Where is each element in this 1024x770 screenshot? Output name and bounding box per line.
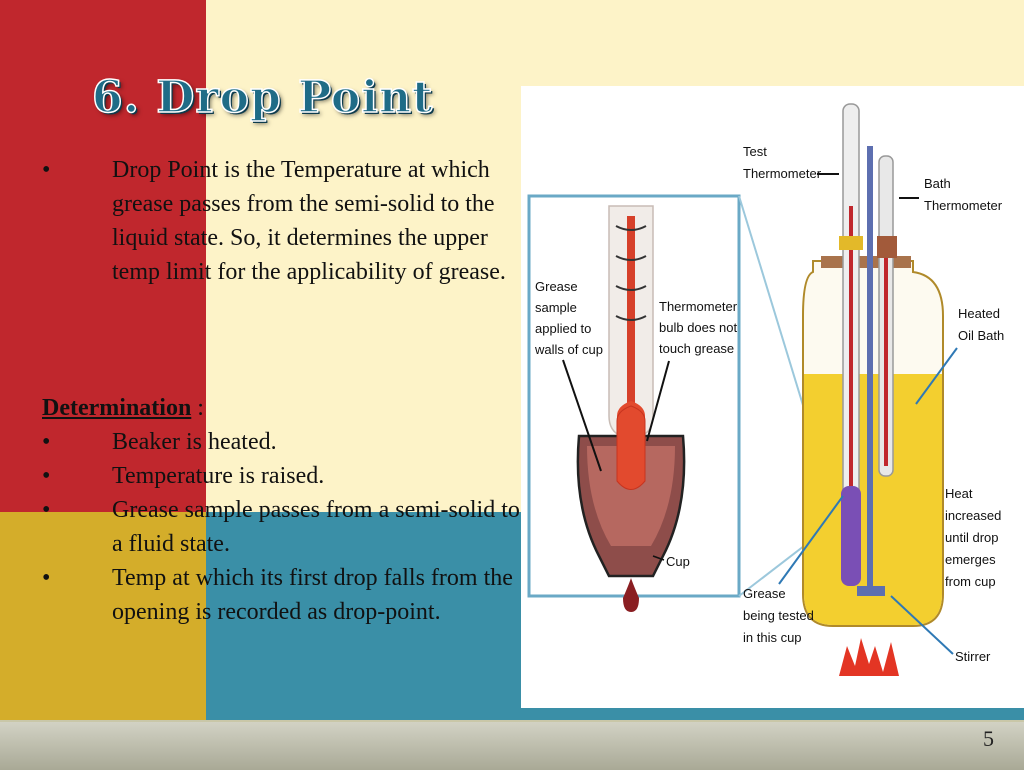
- bullet-dot-icon: •: [42, 463, 51, 489]
- svg-text:Thermometer: Thermometer: [659, 299, 738, 314]
- step-text: Beaker is heated.: [112, 429, 277, 455]
- step-item: • Temperature is raised.: [42, 459, 522, 493]
- definition-text: Drop Point is the Temperature at which g…: [112, 157, 506, 285]
- svg-text:Bath: Bath: [924, 176, 951, 191]
- definition-bullet: • Drop Point is the Temperature at which…: [42, 153, 522, 323]
- svg-text:walls of cup: walls of cup: [534, 342, 603, 357]
- flame-icon: [839, 638, 899, 676]
- yellow-background-panel: [0, 512, 206, 720]
- svg-text:emerges: emerges: [945, 552, 996, 567]
- bullet-dot-icon: •: [42, 429, 51, 455]
- red-background-panel: [0, 0, 206, 512]
- step-text: Temperature is raised.: [112, 463, 325, 489]
- grease-sample-fill: [587, 446, 675, 546]
- label-cup: Cup: [666, 554, 690, 569]
- grease-test-cup: [841, 486, 861, 586]
- svg-text:applied to: applied to: [535, 321, 591, 336]
- bullet-dot-icon: •: [42, 497, 51, 523]
- slide-title: 6. Drop Point: [91, 71, 434, 124]
- page-number: 5: [983, 726, 994, 751]
- label-heat-increased: Heat increased until drop emerges from c…: [945, 486, 1001, 589]
- inset-thermometer-column: [627, 216, 635, 446]
- inset-scale-marks: [615, 225, 647, 321]
- svg-text:Oil Bath: Oil Bath: [958, 328, 1004, 343]
- label-bath-thermometer: Bath Thermometer: [924, 176, 1003, 213]
- footer-bar: [0, 720, 1024, 770]
- stirrer-rod: [867, 146, 873, 586]
- determination-label: Determination: [42, 395, 192, 421]
- label-test-thermometer: Test Thermometer: [743, 144, 822, 181]
- determination-heading: Determination :: [42, 391, 204, 425]
- svg-text:from cup: from cup: [945, 574, 996, 589]
- bullet-dot-icon: •: [42, 565, 51, 591]
- svg-text:Thermometer: Thermometer: [924, 198, 1003, 213]
- svg-text:in this cup: in this cup: [743, 630, 802, 645]
- svg-text:until drop: until drop: [945, 530, 998, 545]
- step-item: • Temp at which its first drop falls fro…: [42, 561, 522, 663]
- bullet-dot-icon: •: [42, 157, 51, 183]
- step-item: • Beaker is heated.: [42, 425, 522, 459]
- svg-text:Grease: Grease: [535, 279, 578, 294]
- svg-text:bulb does not: bulb does not: [659, 320, 737, 335]
- svg-text:Thermometer: Thermometer: [743, 166, 822, 181]
- determination-suffix: :: [191, 395, 204, 421]
- label-grease-sample: Grease sample applied to walls of cup: [534, 279, 603, 357]
- svg-text:touch grease: touch grease: [659, 341, 734, 356]
- label-grease-tested: Grease being tested in this cup: [743, 586, 814, 645]
- svg-text:Test: Test: [743, 144, 767, 159]
- label-thermometer-bulb: Thermometer bulb does not touch grease: [659, 299, 738, 356]
- drop-point-apparatus-figure: Grease sample applied to walls of cup Th…: [521, 86, 1024, 708]
- label-stirrer: Stirrer: [955, 649, 991, 664]
- svg-text:Heated: Heated: [958, 306, 1000, 321]
- apparatus-diagram: Grease sample applied to walls of cup Th…: [527, 103, 1004, 676]
- svg-text:Grease: Grease: [743, 586, 786, 601]
- label-heated-oil-bath: Heated Oil Bath: [958, 306, 1004, 343]
- step-item: • Grease sample passes from a semi-solid…: [42, 493, 522, 561]
- step-text: Grease sample passes from a semi-solid t…: [112, 497, 520, 557]
- svg-text:Heat: Heat: [945, 486, 973, 501]
- step-text: Temp at which its first drop falls from …: [112, 565, 513, 625]
- vessel-stopper: [821, 256, 911, 268]
- svg-text:increased: increased: [945, 508, 1001, 523]
- svg-text:sample: sample: [535, 300, 577, 315]
- svg-text:being tested: being tested: [743, 608, 814, 623]
- grease-drop: [623, 578, 639, 612]
